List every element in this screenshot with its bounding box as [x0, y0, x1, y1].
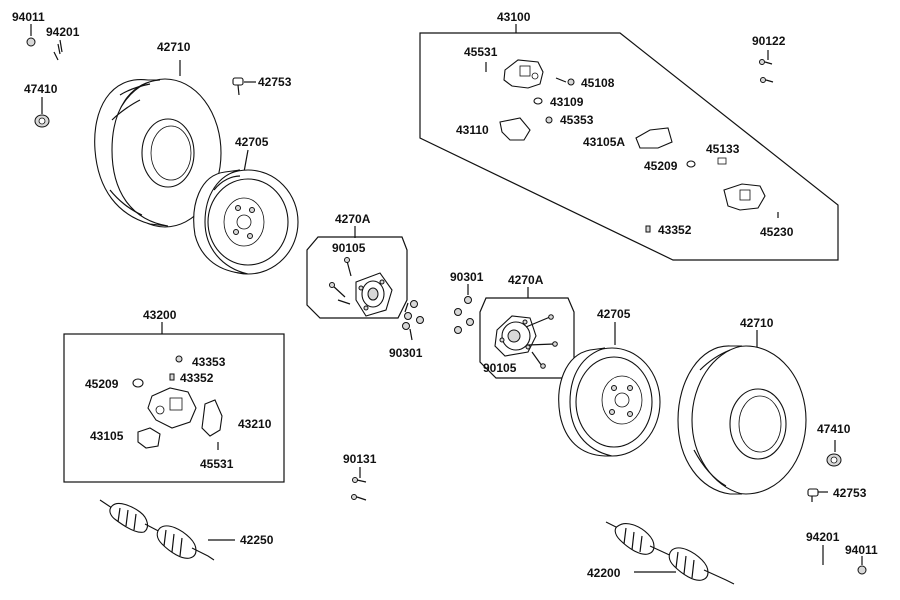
label-90105: 90105: [332, 241, 366, 255]
label-42250: 42250: [240, 533, 274, 547]
label-42710: 42710: [157, 40, 191, 54]
label-45108: 45108: [581, 76, 615, 90]
bolts-90301-right: [454, 284, 474, 334]
label-43105: 43105: [90, 429, 124, 443]
label-43352: 43352: [180, 371, 214, 385]
label-43110: 43110: [456, 123, 489, 137]
label-90122: 90122: [752, 34, 786, 48]
label-94011: 94011: [12, 10, 45, 24]
label-47410: 47410: [817, 422, 851, 436]
label-42705: 42705: [597, 307, 631, 321]
rim-42705-right: [558, 322, 661, 457]
label-42753: 42753: [258, 75, 292, 89]
label-45353: 45353: [560, 113, 594, 127]
label-45531: 45531: [464, 45, 498, 59]
label-45209: 45209: [644, 159, 678, 173]
valve-42753-left: [232, 77, 256, 96]
driveshaft-42200: [605, 521, 735, 585]
label-43200: 43200: [143, 308, 177, 322]
axle-nut-47410-right: [826, 440, 842, 467]
label-90105: 90105: [483, 361, 517, 375]
caliper-group-43200: [63, 322, 285, 483]
bolts-90301-left: [402, 300, 424, 341]
axle-nut-47410-left: [34, 97, 50, 128]
label-94201: 94201: [46, 25, 80, 39]
label-4270A: 4270A: [335, 212, 371, 226]
pin-94201-left: [57, 39, 63, 55]
label-45133: 45133: [706, 142, 740, 156]
hub-group-4270A-left: [306, 226, 408, 319]
caliper-group-43100: [419, 24, 839, 261]
label-94011: 94011: [845, 543, 878, 557]
label-47410: 47410: [24, 82, 58, 96]
label-42710: 42710: [740, 316, 774, 330]
label-90301: 90301: [389, 346, 423, 360]
label-43352: 43352: [658, 223, 692, 237]
label-94201: 94201: [806, 530, 840, 544]
label-43353: 43353: [192, 355, 226, 369]
bolts-90122: [759, 50, 774, 83]
valve-42753-right: [807, 488, 828, 502]
tire-42710-right: [677, 330, 807, 495]
tire-42710-left: [94, 60, 222, 228]
nut-94011-left: [26, 24, 36, 47]
rim-42705-left: [193, 149, 299, 275]
label-43105A: 43105A: [583, 135, 625, 149]
label-43109: 43109: [550, 95, 584, 109]
label-4270A: 4270A: [508, 273, 544, 287]
label-90131: 90131: [343, 452, 377, 466]
label-45230: 45230: [760, 225, 794, 239]
label-42705: 42705: [235, 135, 269, 149]
label-90301: 90301: [450, 270, 484, 284]
label-43100: 43100: [497, 10, 531, 24]
nut-94011-right: [857, 556, 867, 575]
label-42753: 42753: [833, 486, 867, 500]
label-45531: 45531: [200, 457, 234, 471]
bolts-90131: [351, 467, 367, 501]
label-42200: 42200: [587, 566, 621, 580]
driveshaft-42250: [99, 499, 235, 561]
label-43210: 43210: [238, 417, 272, 431]
label-45209: 45209: [85, 377, 119, 391]
